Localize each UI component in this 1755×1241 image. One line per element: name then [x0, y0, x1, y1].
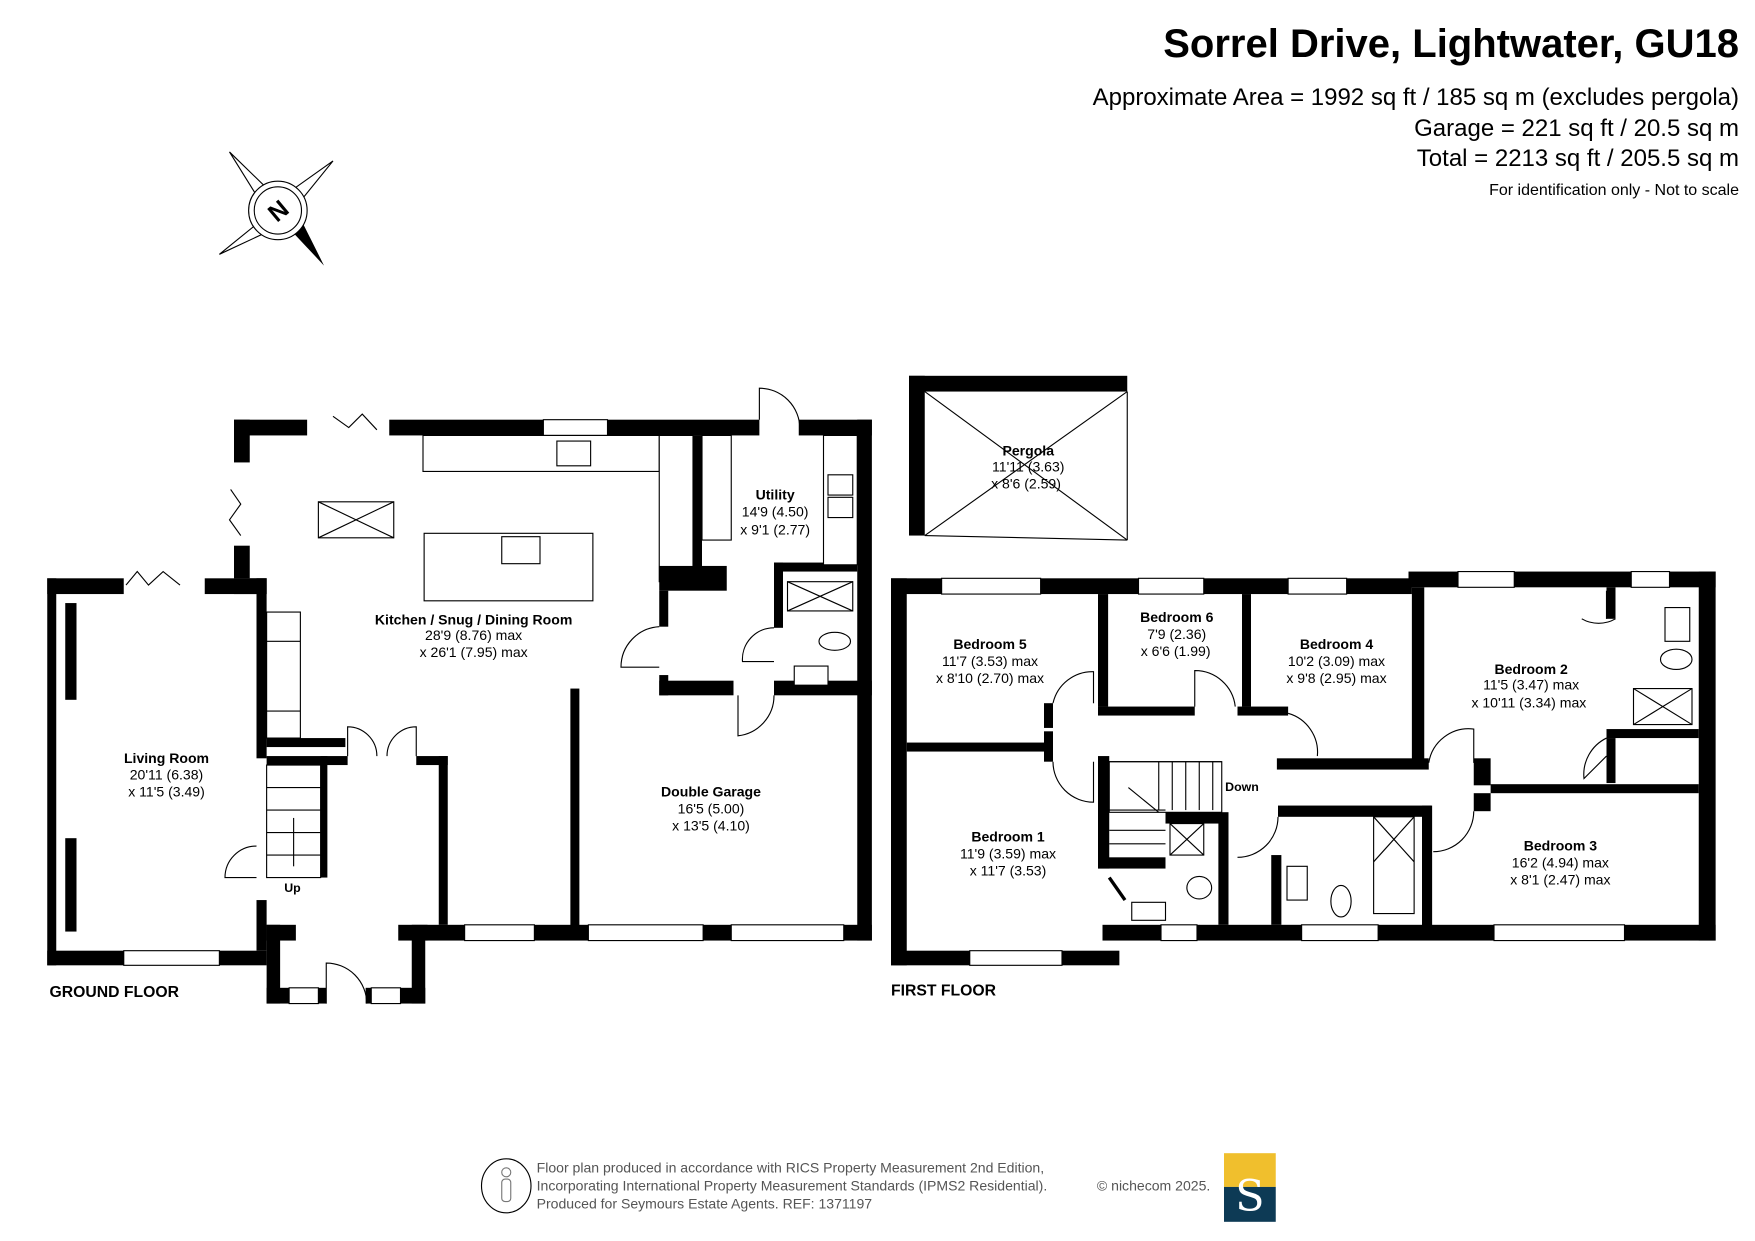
room-dimension: x 11'7 (3.53) [970, 862, 1047, 878]
room-dimension: x 6'6 (1.99) [1141, 643, 1211, 659]
compass-icon: N [219, 151, 334, 266]
room-name: Pergola [1002, 443, 1054, 459]
footer-line-1: Floor plan produced in accordance with R… [537, 1159, 1045, 1175]
room-name: Bedroom 3 [1524, 838, 1598, 854]
room-dimension: x 13'5 (4.10) [672, 817, 750, 833]
total-area-line: Total = 2213 sq ft / 205.5 sq m [1416, 145, 1739, 172]
room-dimension: 28'9 (8.76) max [425, 627, 522, 643]
room-dimension: 7'9 (2.36) [1147, 626, 1206, 642]
room-dimension: x 8'1 (2.47) max [1510, 871, 1610, 887]
room-dimension: 14'9 (4.50) [742, 503, 809, 519]
ground-floor-plan [47, 387, 872, 1005]
room-dimension: x 11'5 (3.49) [128, 784, 205, 800]
room-name: Bedroom 5 [953, 636, 1027, 652]
footer-copyright: © nichecom 2025. [1097, 1177, 1210, 1193]
room-dimension: 11'7 (3.53) max [942, 653, 1038, 669]
room-dimension: x 26'1 (7.95) max [420, 644, 528, 660]
stairs-up-label: Up [284, 881, 301, 895]
property-title: Sorrel Drive, Lightwater, GU18 [1163, 22, 1739, 66]
room-name: Living Room [124, 750, 209, 766]
room-dimension: 11'11 (3.63) [992, 458, 1064, 474]
area-line: Approximate Area = 1992 sq ft / 185 sq m… [1092, 84, 1739, 111]
garage-area-line: Garage = 221 sq ft / 20.5 sq m [1414, 115, 1739, 142]
room-dimension: 11'5 (3.47) max [1483, 677, 1579, 693]
stairs-down-label: Down [1225, 780, 1259, 794]
room-dimension: 11'9 (3.59) max [960, 845, 1056, 861]
room-name: Bedroom 1 [971, 829, 1045, 845]
room-name: Bedroom 2 [1494, 661, 1568, 677]
ground-floor-label: GROUND FLOOR [50, 984, 180, 1001]
room-name: Bedroom 4 [1300, 636, 1374, 652]
room-dimension: x 9'8 (2.95) max [1286, 670, 1386, 686]
room-name: Kitchen / Snug / Dining Room [375, 611, 572, 627]
room-name: Double Garage [661, 784, 761, 800]
footer-line-2: Incorporating International Property Mea… [537, 1177, 1048, 1193]
room-dimension: 20'11 (6.38) [130, 767, 204, 783]
footer-line-3: Produced for Seymours Estate Agents. REF… [537, 1195, 873, 1211]
room-dimension: 16'5 (5.00) [678, 800, 745, 816]
room-dimension: x 8'6 (2.59) [991, 475, 1061, 491]
first-floor-plan [891, 375, 1716, 966]
room-dimension: 10'2 (3.09) max [1288, 653, 1385, 669]
room-name: Utility [756, 487, 795, 503]
disclaimer: For identification only - Not to scale [1489, 182, 1739, 199]
measurement-person-icon [480, 1158, 532, 1214]
room-dimension: x 9'1 (2.77) [740, 521, 810, 537]
room-dimension: 16'2 (4.94) max [1512, 854, 1609, 870]
room-dimension: x 10'11 (3.34) max [1471, 695, 1586, 711]
first-floor-label: FIRST FLOOR [891, 983, 997, 1000]
room-name: Bedroom 6 [1140, 609, 1214, 625]
seymours-logo: S [1224, 1153, 1276, 1222]
logo-letter: S [1235, 1172, 1264, 1222]
room-dimension: x 8'10 (2.70) max [936, 670, 1044, 686]
